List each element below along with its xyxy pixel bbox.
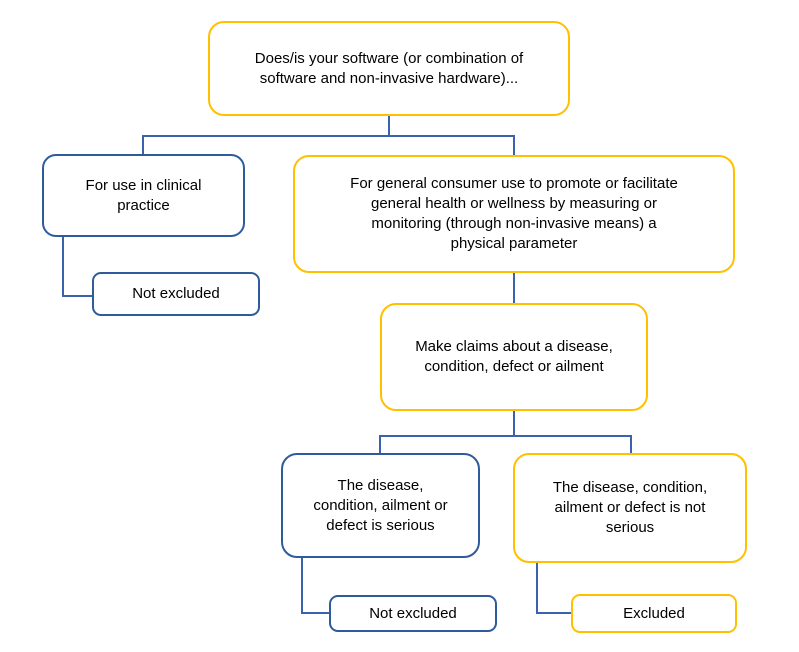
node-excluded-label: Excluded xyxy=(623,604,685,622)
node-general-consumer: For general consumer use to promote or f… xyxy=(293,155,735,273)
node-excluded: Excluded xyxy=(571,594,737,633)
node-not-excluded-clinical-label: Not excluded xyxy=(132,285,220,302)
node-make-claims-label: Make claims about a disease, condition, … xyxy=(415,338,613,375)
node-root-question-label: Does/is your software (or combination of… xyxy=(254,49,524,87)
node-serious-label: The disease, condition, ailment or defec… xyxy=(313,476,448,534)
connector-to-clinical xyxy=(142,135,144,155)
connector-serious-elbow-horizontal xyxy=(301,612,330,614)
node-not-serious-label: The disease, condition, ailment or defec… xyxy=(552,479,708,536)
connector-not-serious-elbow-horizontal xyxy=(536,612,572,614)
connector-root-stem xyxy=(388,116,390,137)
connector-serious-elbow-vertical xyxy=(301,558,303,614)
connector-to-serious xyxy=(379,435,381,454)
connector-clinical-elbow-vertical xyxy=(62,237,64,297)
node-clinical-practice: For use in clinical practice xyxy=(42,154,245,237)
connector-claims-branch-horizontal xyxy=(379,435,632,437)
connector-to-consumer xyxy=(513,135,515,156)
node-make-claims: Make claims about a disease, condition, … xyxy=(380,303,648,411)
connector-clinical-elbow-horizontal xyxy=(62,295,93,297)
node-serious: The disease, condition, ailment or defec… xyxy=(281,453,480,558)
node-not-excluded-clinical: Not excluded xyxy=(92,272,260,316)
node-not-excluded-serious: Not excluded xyxy=(329,595,497,632)
connector-consumer-to-claims xyxy=(513,272,515,304)
node-not-serious: The disease, condition, ailment or defec… xyxy=(513,453,747,563)
connector-to-not-serious xyxy=(630,435,632,454)
node-clinical-practice-label: For use in clinical practice xyxy=(85,176,202,214)
connector-root-branch-horizontal xyxy=(142,135,515,137)
connector-claims-stem xyxy=(513,410,515,437)
node-general-consumer-label: For general consumer use to promote or f… xyxy=(350,175,678,252)
node-not-excluded-serious-label: Not excluded xyxy=(369,604,457,622)
node-root-question: Does/is your software (or combination of… xyxy=(208,21,570,116)
connector-not-serious-elbow-vertical xyxy=(536,563,538,614)
